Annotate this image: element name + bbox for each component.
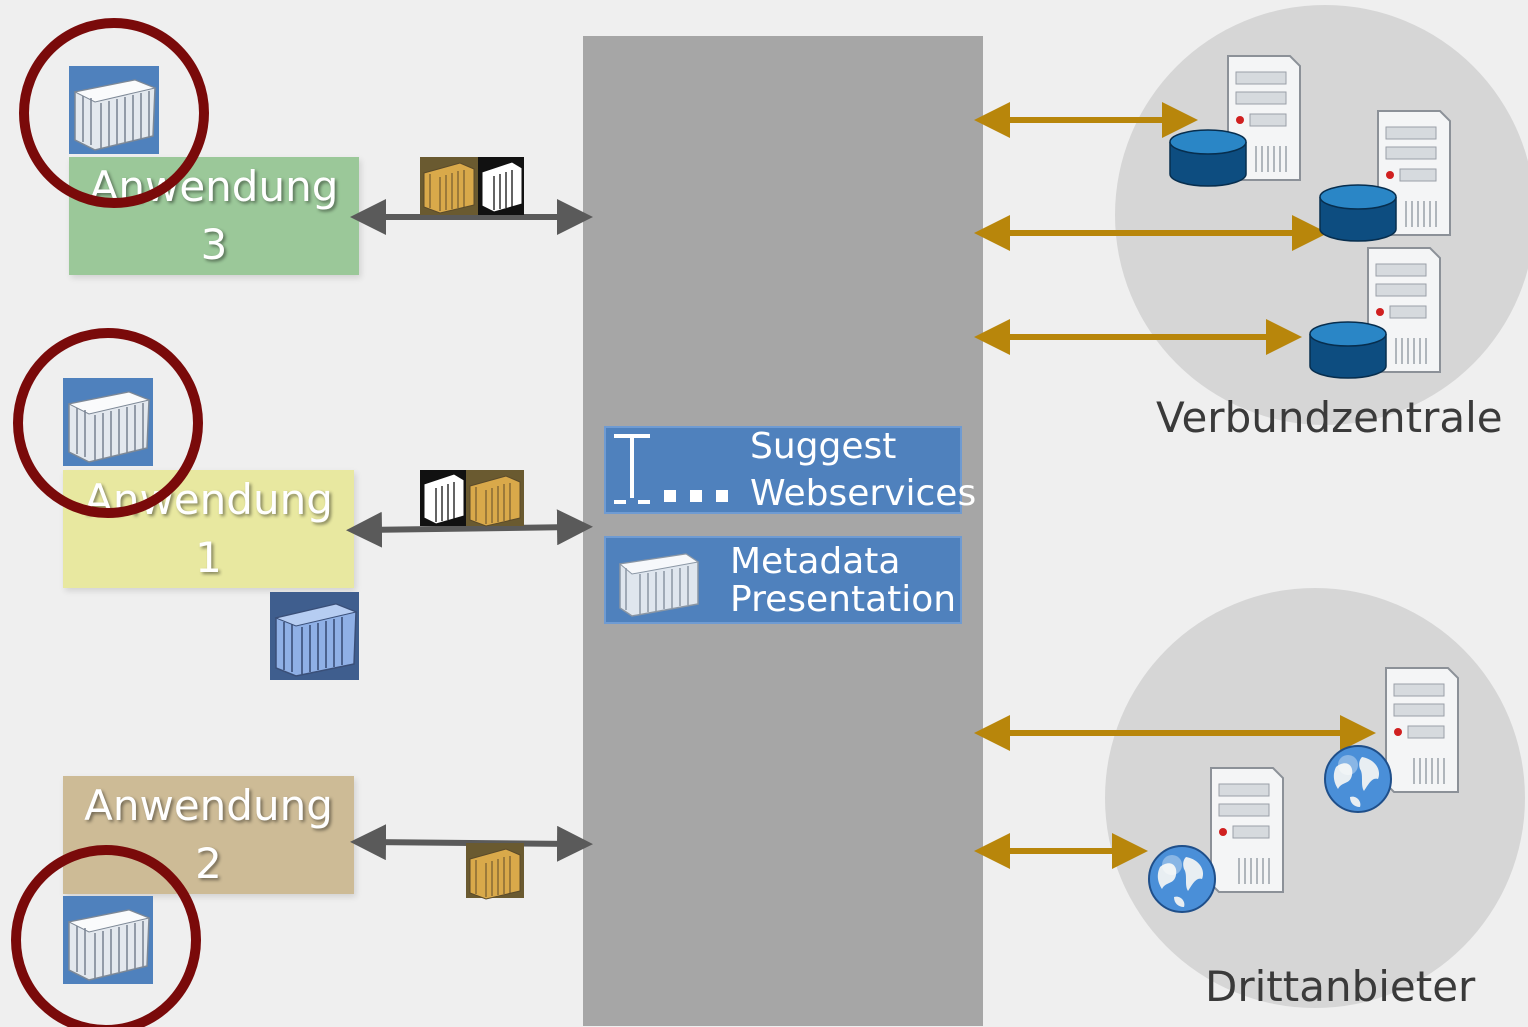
- server-tower-icon: [1385, 667, 1459, 793]
- shipping-container-icon: [466, 470, 524, 527]
- metadata-presentation-box: Metadata Presentation: [604, 536, 962, 624]
- highlight-circle: [11, 845, 201, 1027]
- shipping-container-icon: [62, 377, 154, 467]
- highlight-circle: [13, 328, 203, 518]
- shipping-container-icon: [420, 157, 478, 215]
- app1-connector-arrow: [346, 509, 593, 548]
- metadata-label: Metadata: [730, 541, 901, 582]
- suggest-webservices-box: Suggest Webservices: [604, 426, 976, 514]
- shipping-container-icon: [478, 157, 524, 215]
- text-cursor-icon: [614, 434, 728, 504]
- drittanbieter-label: Drittanbieter: [1205, 962, 1476, 1011]
- central-service-panel: [583, 36, 983, 1026]
- shipping-container-icon: [270, 592, 359, 680]
- application-box-2: Anwendung 2: [63, 776, 354, 894]
- shipping-container-icon: [68, 65, 160, 155]
- drittanbieter-group-background: [1105, 588, 1525, 1008]
- suggest-label: Suggest: [750, 426, 897, 467]
- application-number: 2: [195, 839, 222, 888]
- database-cylinder-icon: [1309, 321, 1387, 379]
- presentation-label: Presentation: [730, 579, 957, 620]
- database-cylinder-icon: [1319, 184, 1397, 242]
- shipping-container-icon: [62, 895, 154, 985]
- webservices-label: Webservices: [750, 473, 977, 514]
- application-box-3: Anwendung 3: [69, 157, 359, 275]
- highlight-circle: [19, 18, 209, 208]
- globe-icon: [1324, 745, 1392, 813]
- application-number: 3: [200, 220, 228, 269]
- verbundzentrale-label: Verbundzentrale: [1156, 393, 1503, 442]
- shipping-container-icon: [618, 553, 700, 617]
- application-number: 1: [195, 533, 222, 582]
- application-label: Anwendung: [84, 781, 333, 830]
- shipping-container-icon: [420, 470, 466, 526]
- server-tower-icon: [1210, 767, 1284, 893]
- database-cylinder-icon: [1169, 129, 1247, 187]
- shipping-container-icon: [466, 843, 524, 900]
- globe-icon: [1148, 845, 1216, 913]
